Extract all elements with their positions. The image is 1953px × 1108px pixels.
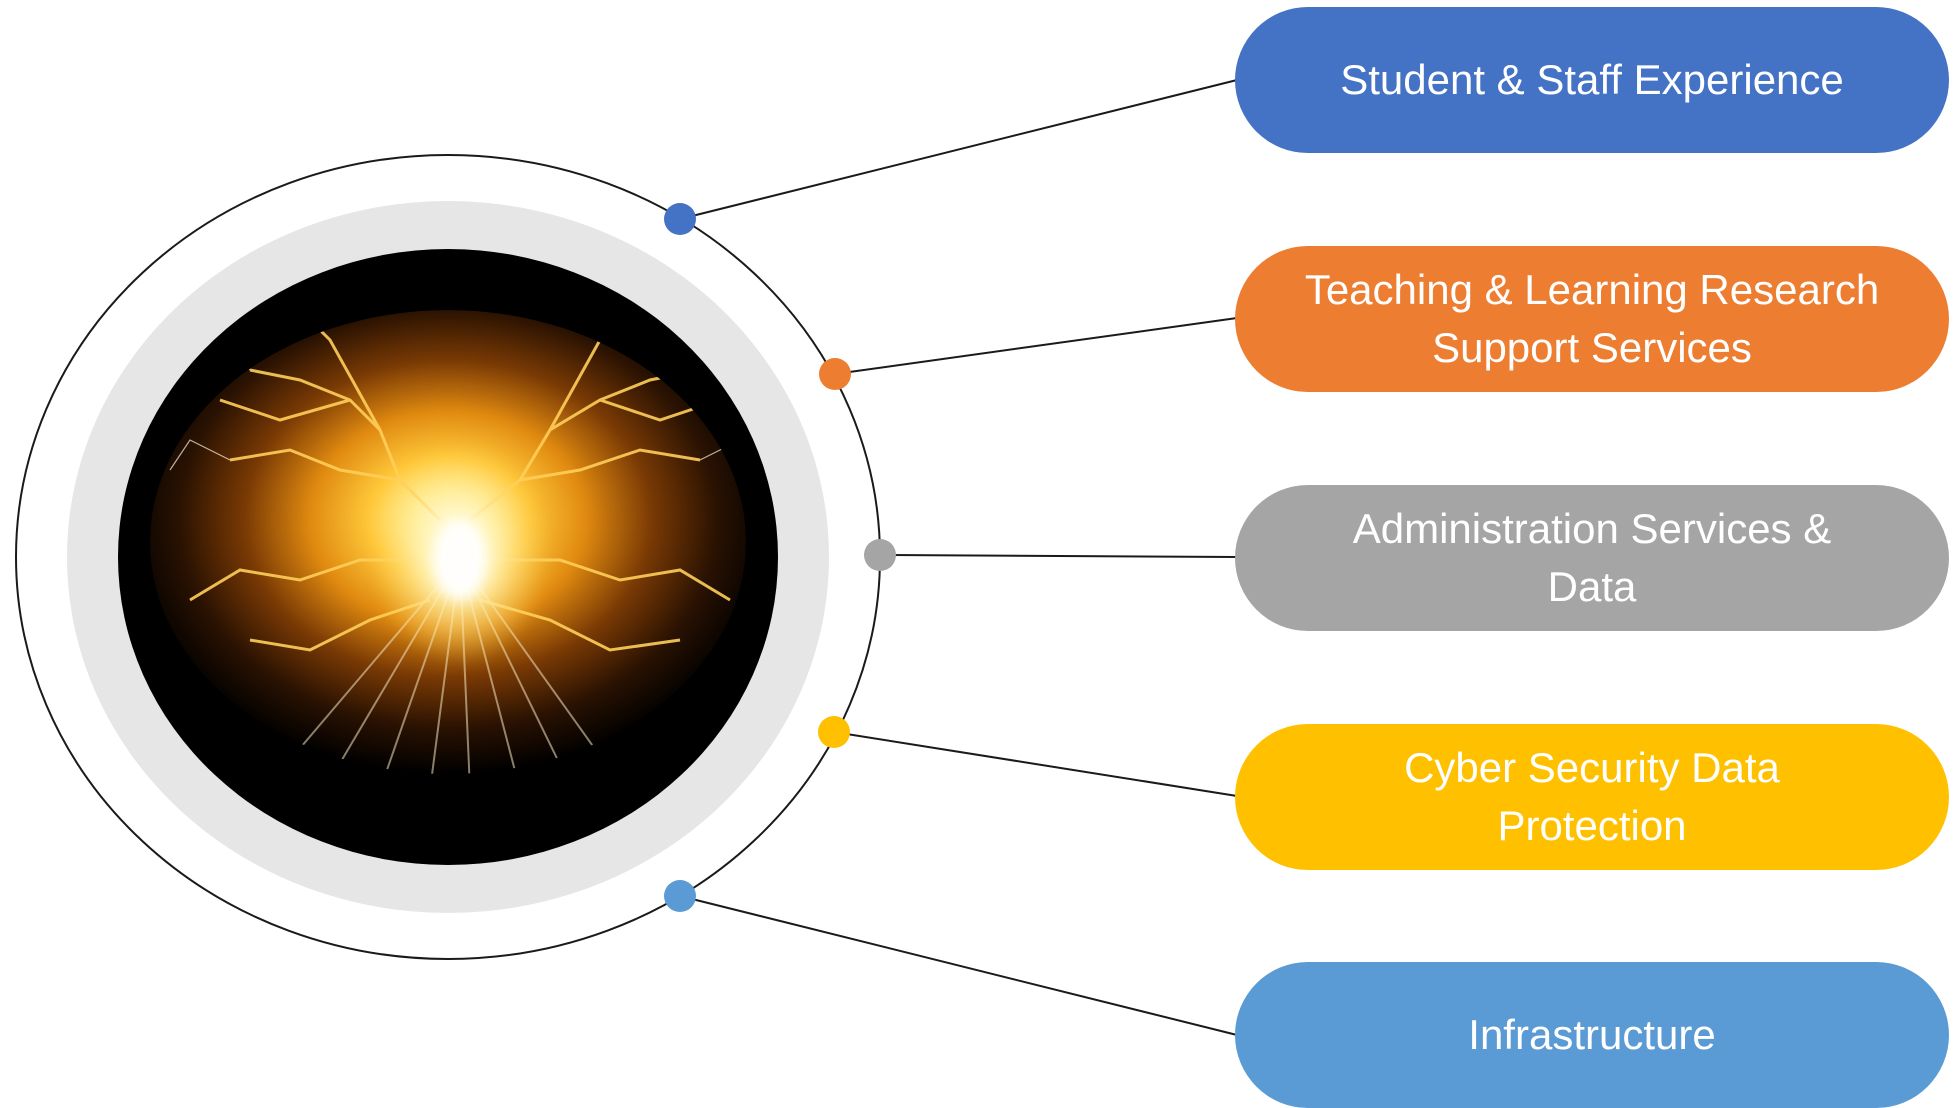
connector-dot-2 (819, 358, 851, 390)
pill-cyber-security: Cyber Security Data Protection (1235, 724, 1949, 870)
connector-line-5 (679, 895, 1238, 1036)
pill-teaching-learning-research: Teaching & Learning Research Support Ser… (1235, 246, 1949, 392)
connector-lines (679, 79, 1238, 1036)
pill-student-staff-experience: Student & Staff Experience (1235, 7, 1949, 153)
connector-line-3 (879, 554, 1238, 558)
pill-label: Student & Staff Experience (1340, 56, 1844, 103)
pill-infrastructure: Infrastructure (1235, 962, 1949, 1108)
connector-dot-1 (664, 203, 696, 235)
pill-label: Infrastructure (1468, 1011, 1716, 1058)
connector-line-2 (834, 317, 1238, 375)
connector-dot-4 (818, 716, 850, 748)
connector-dot-3 (864, 539, 896, 571)
pill-label: Teaching & Learning Research Support Ser… (1304, 266, 1880, 371)
pill-label: Cyber Security Data Protection (1404, 744, 1780, 849)
connector-line-4 (833, 731, 1238, 797)
pill-label: Administration Services & Data (1352, 505, 1832, 610)
connector-dot-5 (664, 880, 696, 912)
pill-administration-services: Administration Services & Data (1235, 485, 1949, 631)
energy-burst-image (150, 310, 746, 774)
connector-line-1 (679, 79, 1238, 220)
